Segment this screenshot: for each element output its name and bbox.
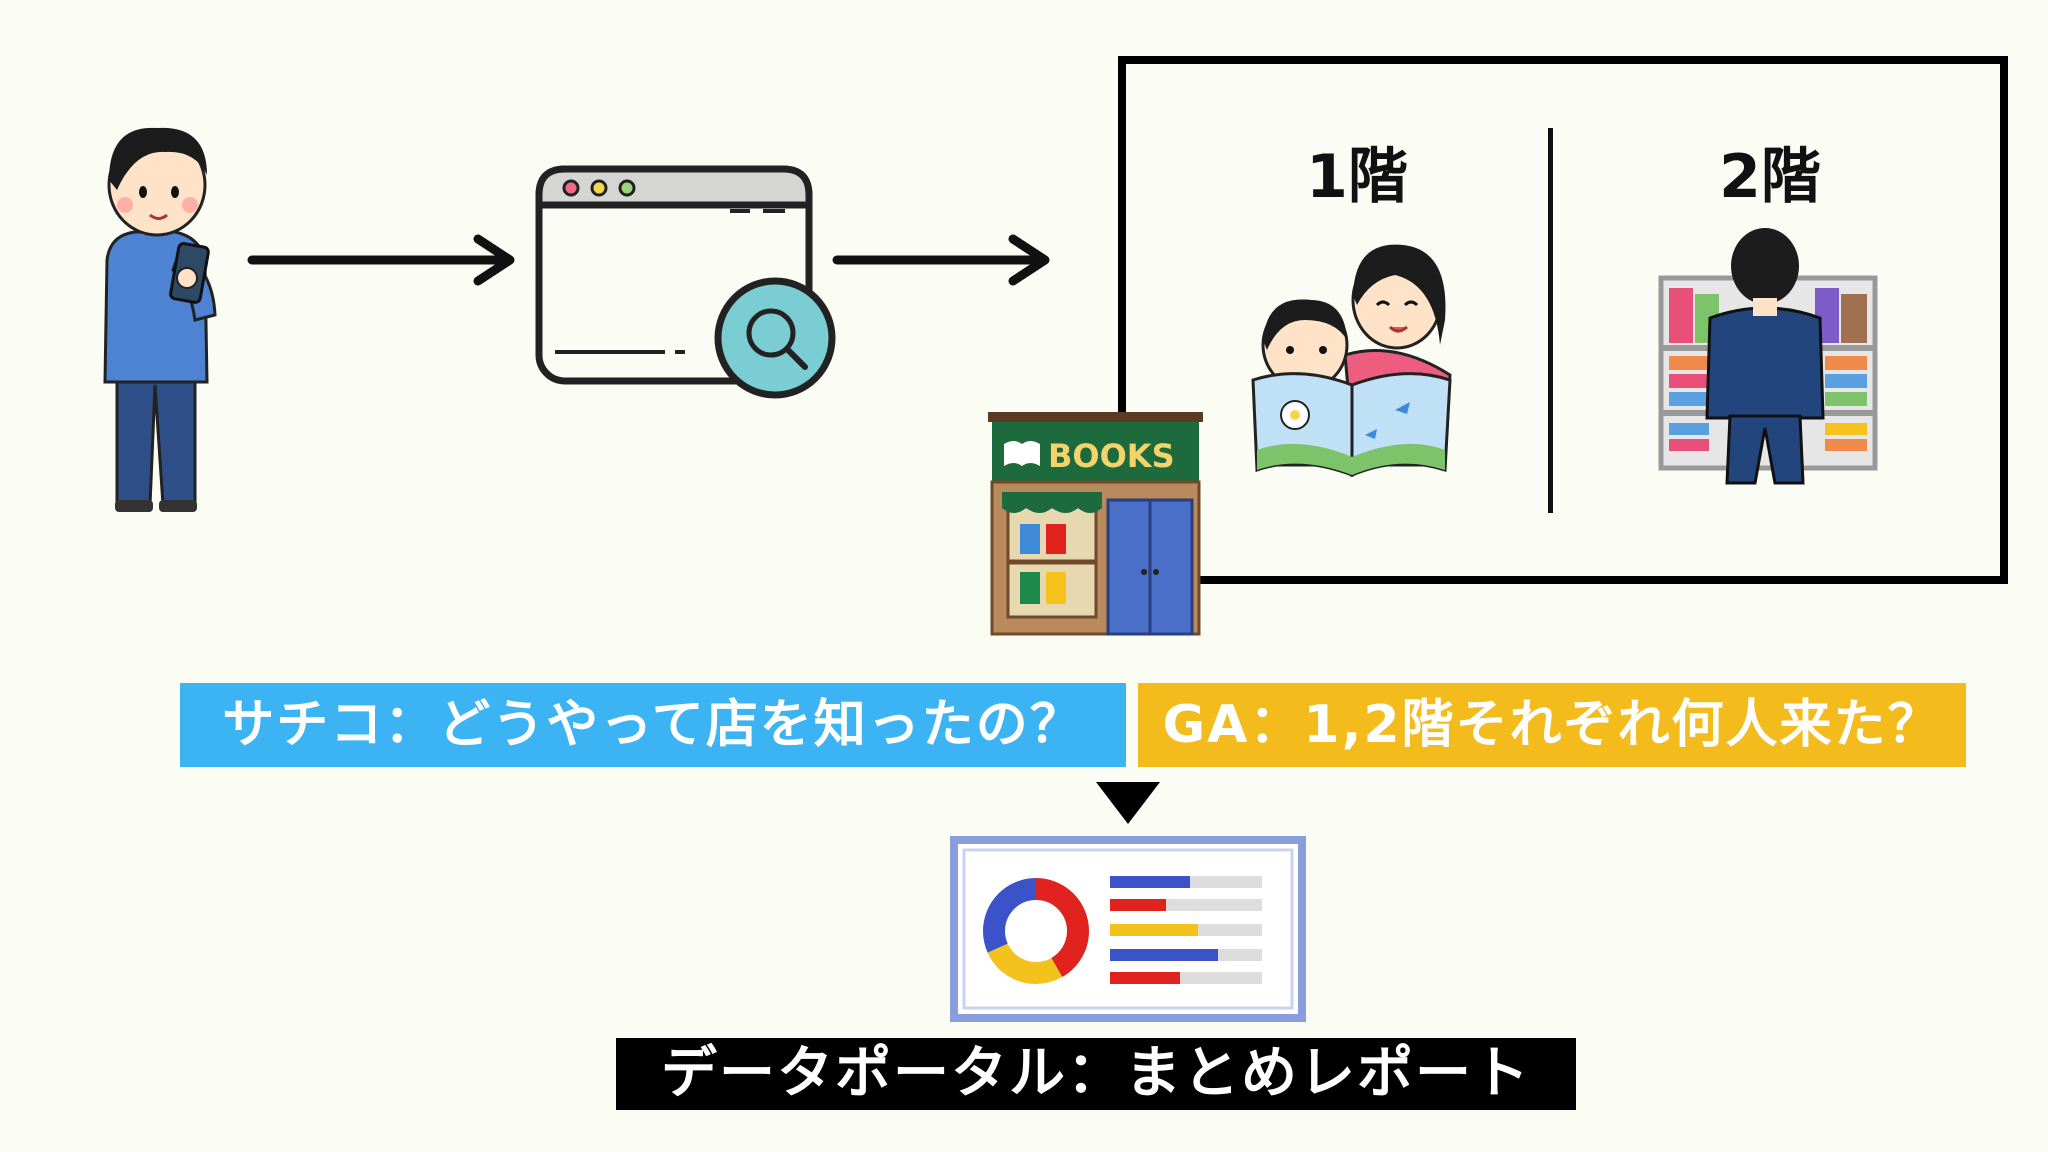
person-at-bookshelf-icon [1655,228,1880,488]
question-banner-ga: GA：1,2階それぞれ何人来た？ [1138,683,1966,767]
floor-divider [1548,128,1553,513]
floor-2-label: 2階 [1719,142,1821,212]
parent-child-reading-icon [1245,235,1460,480]
down-triangle-icon [1096,782,1160,824]
arrow-right-icon [832,234,1055,286]
browser-search-icon [535,165,845,405]
report-caption: データポータル：まとめレポート [616,1038,1576,1110]
bookstore-icon: BOOKS [988,412,1203,636]
question-banner-sachiko: サチコ：どうやって店を知ったの？ [180,683,1126,767]
report-dashboard-icon [950,836,1306,1022]
person-with-phone-icon [95,120,235,515]
store-sign-text: BOOKS [1048,437,1175,475]
floor-1-label: 1階 [1306,142,1408,212]
arrow-right-icon [247,234,520,286]
